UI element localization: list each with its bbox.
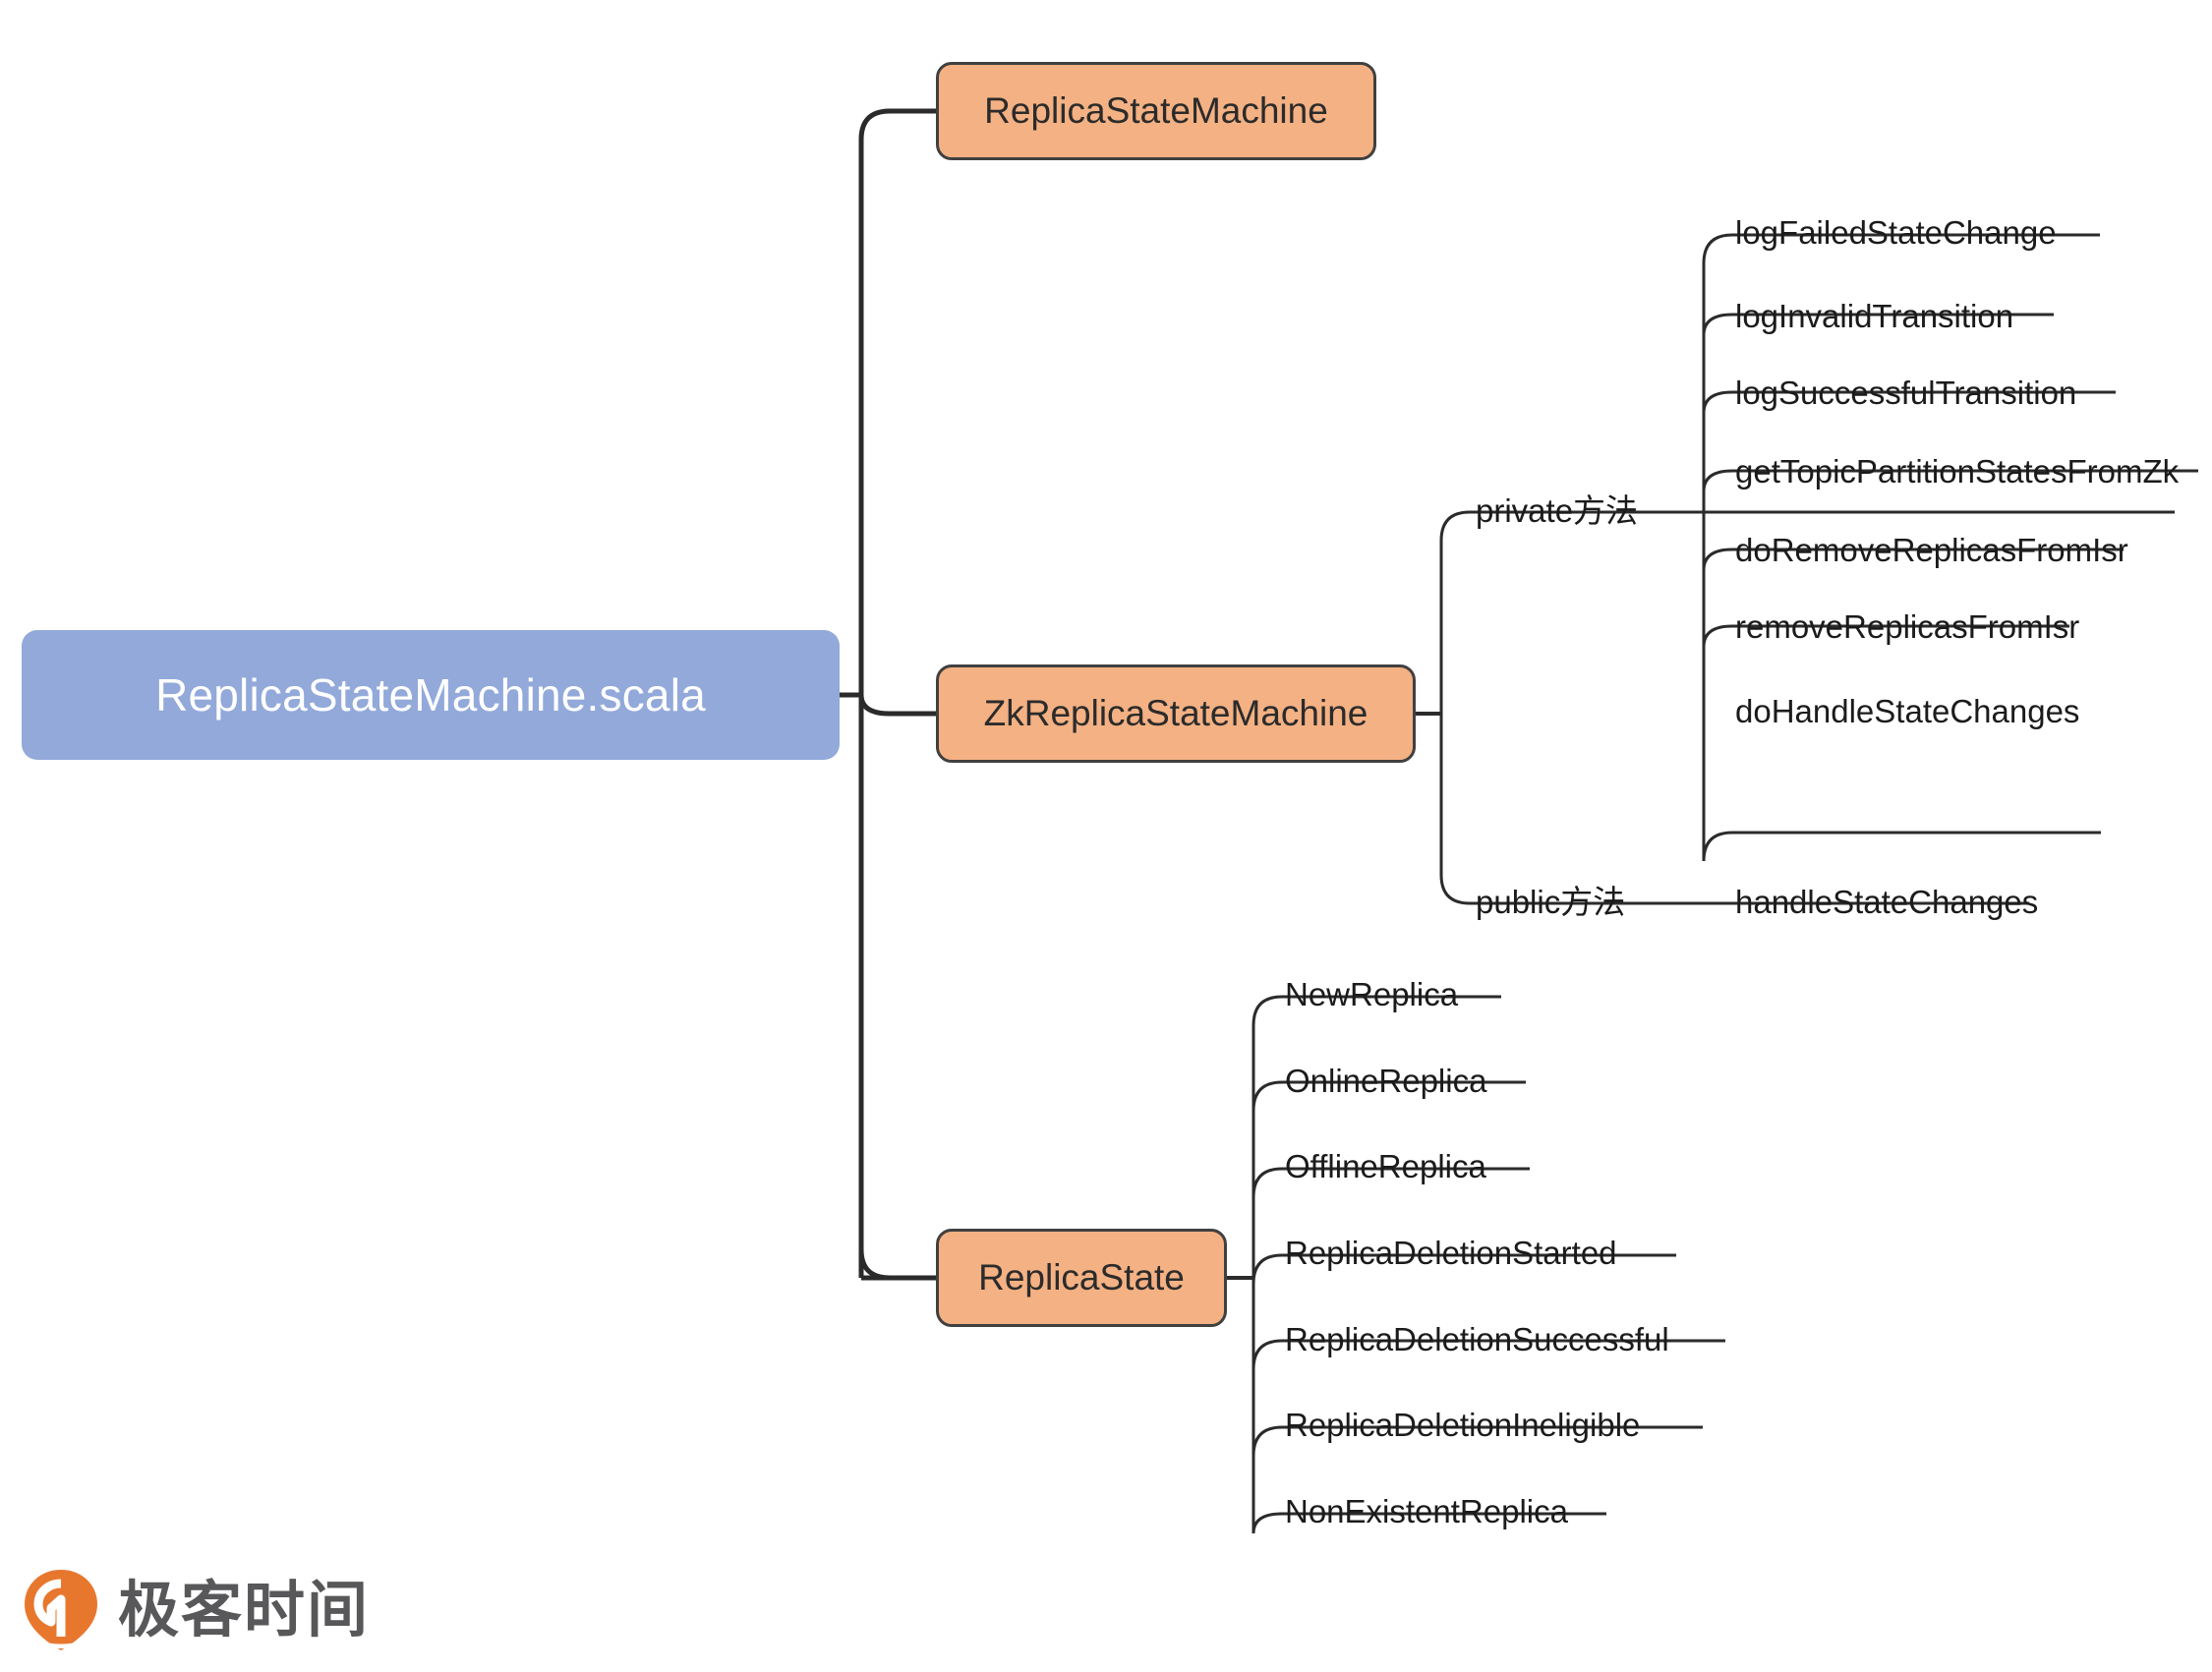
branch-node-zk-replica-state-machine[interactable]: ZkReplicaStateMachine (936, 664, 1416, 763)
group-label-public-methods[interactable]: public方法 (1476, 884, 1626, 920)
leaf-replica-deletion-ineligible[interactable]: ReplicaDeletionIneligible (1285, 1407, 1641, 1443)
leaf-do-handle-state-changes[interactable]: doHandleStateChanges (1735, 693, 2080, 729)
root-node[interactable]: ReplicaStateMachine.scala (22, 630, 840, 760)
branch-node-label: ReplicaStateMachine (984, 90, 1328, 131)
group-label-private-methods[interactable]: private方法 (1476, 492, 1639, 529)
branch-node-replica-state-machine[interactable]: ReplicaStateMachine (936, 62, 1376, 160)
branch-node-replica-state[interactable]: ReplicaState (936, 1229, 1227, 1327)
root-node-label: ReplicaStateMachine.scala (155, 669, 706, 721)
leaf-replica-deletion-successful[interactable]: ReplicaDeletionSuccessful (1285, 1321, 1669, 1357)
geektime-logo-text: 极客时间 (118, 1574, 371, 1645)
leaf-offline-replica[interactable]: OfflineReplica (1285, 1148, 1486, 1184)
leaf-remove-replicas-from-isr[interactable]: removeReplicasFromIsr (1735, 608, 2080, 645)
branch-node-label: ReplicaState (978, 1257, 1185, 1297)
leaf-handle-state-changes[interactable]: handleStateChanges (1735, 884, 2039, 920)
leaf-get-topic-partition-states-from-zk[interactable]: getTopicPartitionStatesFromZk (1735, 453, 2180, 490)
leaf-do-remove-replicas-from-isr[interactable]: doRemoveReplicasFromIsr (1735, 532, 2128, 568)
geektime-logo-icon (25, 1570, 97, 1650)
leaf-log-invalid-transition[interactable]: logInvalidTransition (1735, 298, 2014, 334)
leaf-non-existent-replica[interactable]: NonExistentReplica (1285, 1493, 1568, 1529)
leaf-log-failed-state-change[interactable]: logFailedStateChange (1735, 214, 2057, 251)
leaf-new-replica[interactable]: NewReplica (1285, 976, 1459, 1012)
geektime-logo: 极客时间 (22, 1565, 415, 1655)
leaf-online-replica[interactable]: OnlineReplica (1285, 1063, 1487, 1099)
leaf-log-successful-transition[interactable]: logSuccessfulTransition (1735, 375, 2077, 411)
branch-node-label: ZkReplicaStateMachine (983, 693, 1368, 733)
leaf-replica-deletion-started[interactable]: ReplicaDeletionStarted (1285, 1235, 1617, 1271)
